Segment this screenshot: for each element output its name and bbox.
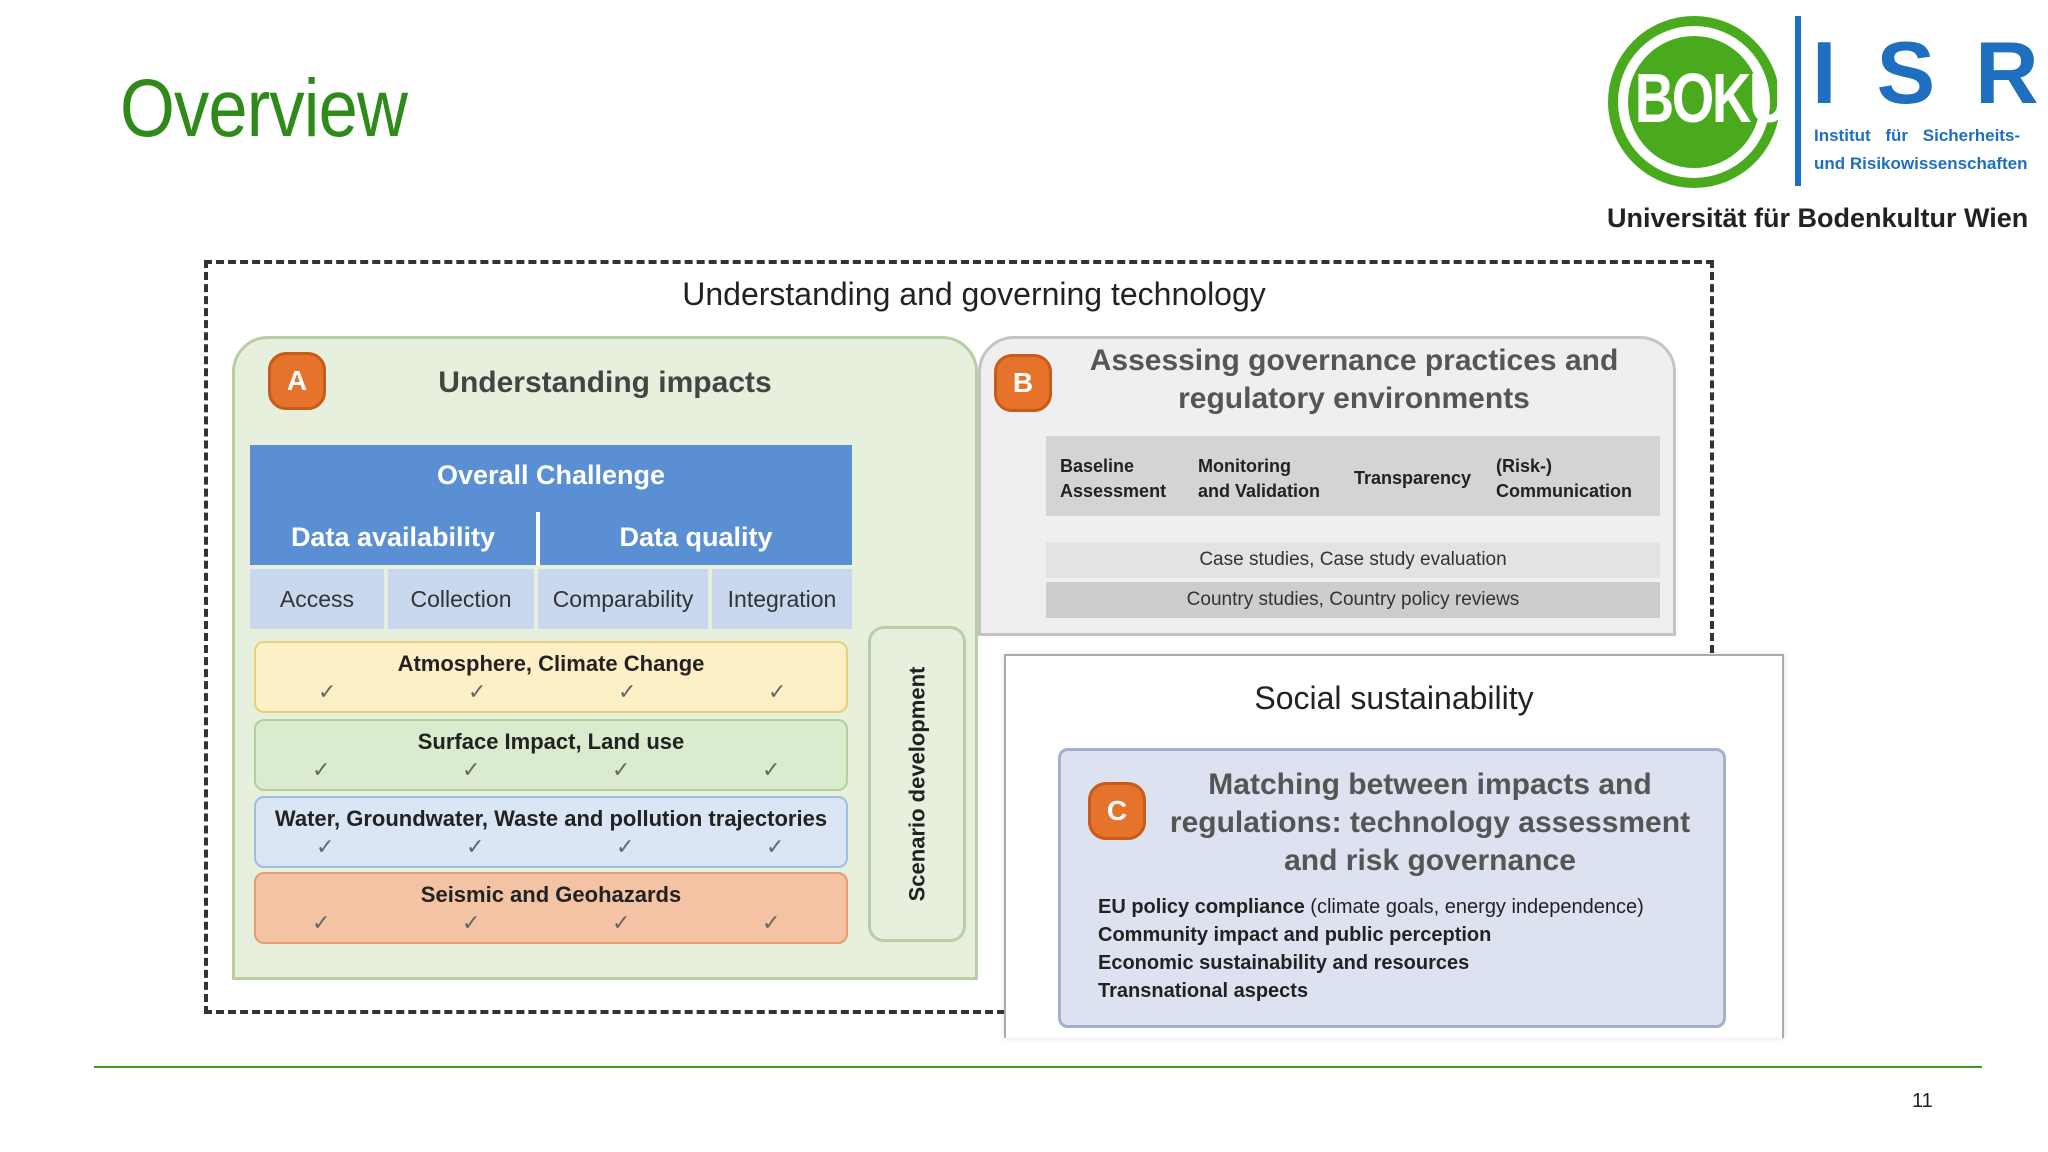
subcolumn-collection: Collection [388,569,534,629]
category-seismic: Seismic and Geohazards ✓ ✓ ✓ ✓ [254,872,848,944]
governance-item-line: and Validation [1198,481,1321,501]
scenario-development-label: Scenario development [904,666,929,902]
category-water: Water, Groundwater, Waste and pollution … [254,796,848,868]
governance-item-monitoring: Monitoring and Validation [1198,454,1320,504]
panel-a-title: Understanding impacts [438,366,772,399]
check-icon: ✓ [766,834,785,859]
category-label: Water, Groundwater, Waste and pollution … [274,806,828,831]
check-icon: ✓ [762,757,781,782]
governance-item-line: Baseline [1060,456,1135,476]
outer-dashed-frame [204,260,1714,1014]
outer-frame-title: Understanding and governing technology [682,276,1266,312]
panel-b-title-line1: Assessing governance practices and [1089,344,1619,377]
challenge-divider [536,512,540,565]
institute-name-line1: Institut für Sicherheits- [1814,126,2021,145]
governance-item-transparency: Transparency [1354,466,1471,491]
check-icon: ✓ [312,910,331,935]
panel-c-line-eu-policy: EU policy compliance (climate goals, ene… [1098,896,1644,919]
check-icon: ✓ [768,679,787,704]
panel-c-line-community: Community impact and public perception [1098,924,1491,947]
social-sustainability-title: Social sustainability [1254,680,1534,716]
scenario-development-box [868,626,966,942]
boku-logo-text: BOKU [1634,59,1789,137]
line-bold: EU policy compliance [1098,896,1305,918]
page-number: 11 [1912,1090,1933,1112]
subcolumn-integration: Integration [712,569,852,629]
governance-item-line: Communication [1496,481,1633,501]
check-icon: ✓ [612,757,631,782]
check-icon: ✓ [612,910,631,935]
badge-a: A [268,352,326,410]
check-icon: ✓ [762,910,781,935]
footer-divider [94,1066,1982,1068]
category-atmosphere: Atmosphere, Climate Change ✓ ✓ ✓ ✓ [254,641,848,713]
check-icon: ✓ [318,679,337,704]
check-icon: ✓ [462,757,481,782]
governance-item-line: Assessment [1060,481,1167,501]
data-quality-label: Data quality [619,522,773,552]
overall-challenge-label: Overall Challenge [436,460,666,490]
panel-c-title-line2: regulations: technology assessment [1169,806,1691,839]
isr-logo-text: ISR [1812,23,2048,122]
boku-logo-disc [1628,36,1760,168]
check-icon: ✓ [316,834,335,859]
line-bold: Transnational aspects [1098,980,1309,1002]
governance-item-baseline: Baseline Assessment [1060,454,1166,504]
line-bold: Community impact and public perception [1098,924,1492,946]
data-availability-label: Data availability [290,522,496,552]
panel-c-title-line3: and risk governance [1284,844,1576,877]
scenario-development-wrapper: Scenario development [868,626,966,942]
governance-item-line: (Risk-) [1496,456,1553,476]
governance-item-communication: (Risk-) Communication [1496,454,1632,504]
case-studies-row: Case studies, Case study evaluation [1046,542,1660,578]
line-normal: (climate goals, energy independence) [1304,896,1644,918]
check-icon: ✓ [312,757,331,782]
category-label: Surface Impact, Land use [417,729,685,754]
subcolumn-comparability: Comparability [538,569,708,629]
subcolumn-access: Access [250,569,384,629]
check-icon: ✓ [462,910,481,935]
check-icon: ✓ [618,679,637,704]
country-studies-row: Country studies, Country policy reviews [1046,582,1660,618]
category-label: Seismic and Geohazards [420,882,682,907]
logo-divider [1795,16,1801,186]
institute-name-line2: und Risikowissenschaften [1814,154,2028,173]
overall-challenge-box [250,445,852,565]
check-icon: ✓ [616,834,635,859]
university-name: Universität für Bodenkultur Wien [1607,203,2029,233]
panel-c-title-line1: Matching between impacts and [1208,768,1652,801]
slide-title: Overview [120,63,408,154]
check-icon: ✓ [468,679,487,704]
panel-matching [1058,748,1726,1028]
governance-items-bar [1046,436,1660,516]
panel-c-line-transnational: Transnational aspects [1098,980,1308,1003]
line-bold: Economic sustainability and resources [1098,952,1470,974]
badge-b: B [994,354,1052,412]
panel-b-title-line2: regulatory environments [1178,382,1530,415]
panel-c-line-economic: Economic sustainability and resources [1098,952,1469,975]
governance-item-line: Monitoring [1198,456,1291,476]
category-surface: Surface Impact, Land use ✓ ✓ ✓ ✓ [254,719,848,791]
badge-c: C [1088,782,1146,840]
check-icon: ✓ [466,834,485,859]
governance-item-line: Transparency [1354,468,1472,488]
category-label: Atmosphere, Climate Change [397,651,705,676]
